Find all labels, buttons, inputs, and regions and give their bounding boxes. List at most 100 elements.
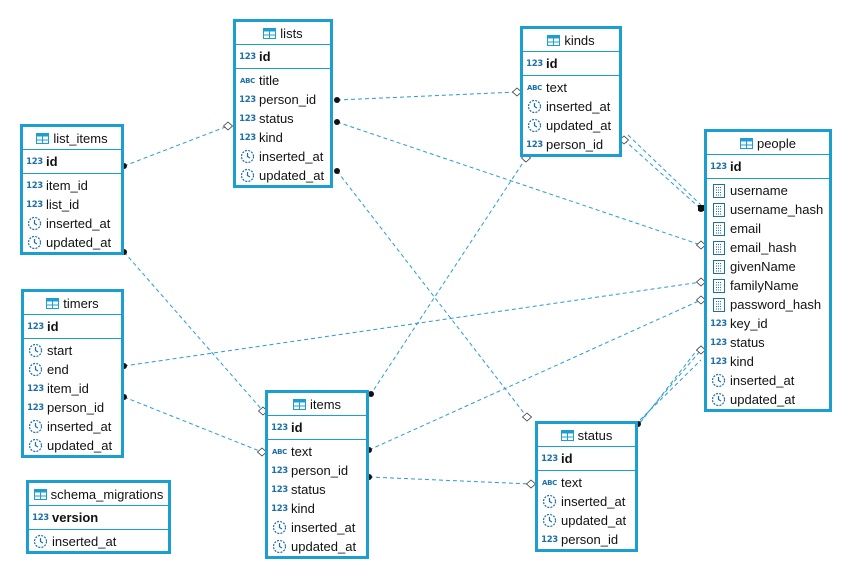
table-header: people bbox=[707, 132, 829, 155]
column-name: person_id bbox=[561, 532, 619, 547]
column-row[interactable]: inserted_at bbox=[707, 371, 829, 390]
clock-icon bbox=[541, 494, 558, 510]
column-row[interactable]: updated_at bbox=[268, 537, 366, 556]
fk-endpoint-dot bbox=[368, 391, 374, 397]
clock-icon bbox=[710, 392, 727, 408]
column-name: title bbox=[259, 73, 280, 88]
number-type-icon: 123 bbox=[271, 422, 288, 433]
column-row[interactable]: updated_at bbox=[23, 233, 121, 252]
primary-key-row[interactable]: 123 id bbox=[23, 150, 121, 174]
relationship-line bbox=[123, 281, 702, 367]
column-row[interactable]: email_hash bbox=[707, 238, 829, 257]
column-row[interactable]: updated_at bbox=[24, 436, 121, 455]
column-row[interactable]: inserted_at bbox=[29, 532, 168, 551]
table-icon bbox=[547, 34, 561, 46]
column-row[interactable]: start bbox=[24, 341, 121, 360]
column-name: inserted_at bbox=[546, 99, 611, 114]
number-type-icon: 123 bbox=[541, 534, 558, 545]
number-type-icon: 123 bbox=[32, 512, 49, 523]
column-name: item_id bbox=[46, 178, 88, 193]
column-row[interactable]: updated_at bbox=[707, 390, 829, 409]
column-row[interactable]: updated_at bbox=[538, 511, 635, 530]
column-row[interactable]: givenName bbox=[707, 257, 829, 276]
clock-icon bbox=[26, 216, 43, 232]
table-people[interactable]: people 123 id username username_hash ema… bbox=[704, 129, 832, 412]
relationship-line bbox=[368, 476, 532, 485]
column-row[interactable]: updated_at bbox=[523, 116, 619, 135]
relationship-line bbox=[123, 251, 264, 412]
number-type-icon: 123 bbox=[27, 402, 44, 413]
column-name: password_hash bbox=[730, 297, 822, 312]
column-name: updated_at bbox=[730, 392, 796, 407]
table-name: schema_migrations bbox=[50, 486, 164, 502]
clock-icon bbox=[27, 362, 44, 378]
table-schema_migrations[interactable]: schema_migrations 123 version inserted_a… bbox=[26, 480, 171, 554]
table-name: status bbox=[577, 427, 613, 443]
column-name: status bbox=[259, 111, 294, 126]
primary-key-row[interactable]: 123 id bbox=[236, 45, 330, 69]
relationship-line bbox=[336, 121, 702, 246]
number-type-icon: 123 bbox=[271, 503, 288, 514]
relationship-line bbox=[370, 157, 527, 395]
primary-key-row[interactable]: 123 id bbox=[268, 416, 366, 440]
column-row[interactable]: inserted_at bbox=[24, 417, 121, 436]
column-name: id bbox=[561, 451, 573, 466]
column-name: username_hash bbox=[730, 202, 824, 217]
column-name: kind bbox=[730, 354, 754, 369]
column-row[interactable]: inserted_at bbox=[236, 147, 330, 166]
column-row[interactable]: inserted_at bbox=[523, 97, 619, 116]
number-type-icon: 123 bbox=[27, 321, 44, 332]
column-row[interactable]: inserted_at bbox=[538, 492, 635, 511]
binary-type-icon bbox=[710, 278, 727, 294]
number-type-icon: 123 bbox=[271, 465, 288, 476]
primary-key-row[interactable]: 123 id bbox=[707, 155, 829, 179]
clock-icon bbox=[710, 373, 727, 389]
column-row[interactable]: password_hash bbox=[707, 295, 829, 314]
number-type-icon: 123 bbox=[710, 161, 727, 172]
column-row[interactable]: familyName bbox=[707, 276, 829, 295]
column-row[interactable]: inserted_at bbox=[23, 214, 121, 233]
column-row[interactable]: email bbox=[707, 219, 829, 238]
column-row[interactable]: end bbox=[24, 360, 121, 379]
column-row[interactable]: username bbox=[707, 181, 829, 200]
table-name: timers bbox=[63, 295, 99, 311]
table-header: list_items bbox=[23, 127, 121, 150]
primary-key-row[interactable]: 123 version bbox=[29, 506, 168, 530]
fk-endpoint-dot bbox=[334, 168, 340, 174]
column-name: item_id bbox=[47, 381, 89, 396]
column-row[interactable]: username_hash bbox=[707, 200, 829, 219]
primary-key-row[interactable]: 123 id bbox=[523, 52, 619, 76]
column-name: inserted_at bbox=[259, 149, 324, 164]
table-icon bbox=[292, 398, 306, 410]
column-row[interactable]: inserted_at bbox=[268, 518, 366, 537]
column-row[interactable]: updated_at bbox=[236, 166, 330, 185]
primary-key-row[interactable]: 123 id bbox=[538, 447, 635, 471]
primary-key-row[interactable]: 123 id bbox=[24, 315, 121, 339]
